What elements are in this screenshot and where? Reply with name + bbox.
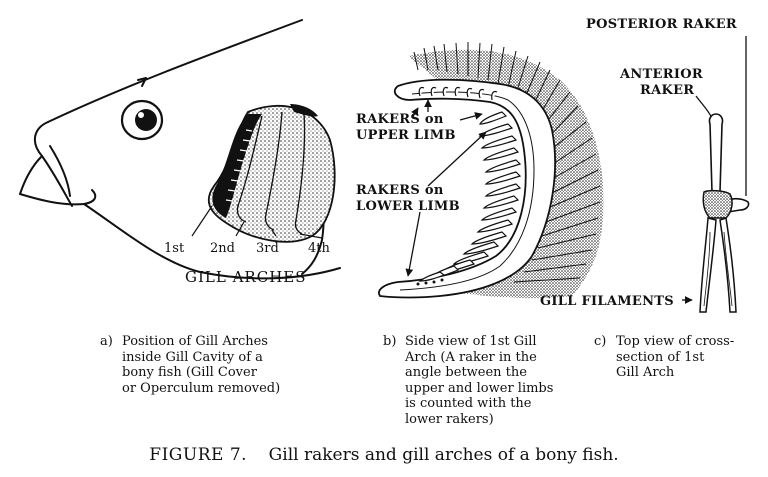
caption-b-key: b)	[383, 334, 397, 349]
caption-b-line: Side view of 1st Gill	[405, 334, 537, 349]
panel-c-labels: POSTERIOR RAKER ANTERIOR RAKER	[586, 17, 737, 98]
svg-text:ANTERIOR RAKER: ANTERIOR RAKER	[619, 67, 708, 98]
caption-c-key: c)	[594, 334, 607, 349]
lower-limb-label-line1: RAKERS on	[356, 183, 444, 198]
arch-2	[236, 115, 263, 223]
caption-b: b) Side view of 1st Gill Arch (A raker i…	[383, 334, 554, 427]
caption-b-line: angle between the	[405, 365, 527, 380]
figure-number: FIGURE 7.	[149, 445, 248, 465]
arch-leaders	[191, 205, 323, 239]
panel-b-leaders	[405, 99, 693, 304]
fish-eye	[120, 99, 164, 141]
caption-c: c) Top view of cross- section of 1st Gil…	[594, 334, 735, 381]
anterior-raker-label-line2: RAKER	[640, 83, 694, 98]
panel-c-cross-section	[695, 36, 750, 313]
gill-filaments-label: GILL FILAMENTS	[540, 294, 674, 309]
svg-text:RAKERS on UPPER LIMB: RAKERS on UPPER LIMB	[356, 112, 456, 143]
caption-b-line: Arch (A raker in the	[405, 349, 537, 365]
arch-label-1st: 1st	[164, 241, 185, 256]
figure-caption-text: Gill rakers and gill arches of a bony fi…	[268, 445, 619, 465]
svg-text:RAKERS on LOWER LIMB: RAKERS on LOWER LIMB	[356, 183, 460, 214]
figure-caption: FIGURE 7. Gill rakers and gill arches of…	[0, 445, 768, 465]
arch-3	[264, 111, 283, 231]
arch-labels: 1st 2nd 3rd 4th	[164, 241, 330, 256]
cross-section-filament-right	[719, 217, 737, 313]
arch-label-4th: 4th	[308, 241, 330, 256]
caption-a: a) Position of Gill Arches inside Gill C…	[100, 334, 281, 396]
gill-cavity	[207, 104, 336, 243]
caption-a-line: inside Gill Cavity of a	[122, 349, 263, 365]
lower-jaw	[19, 189, 97, 206]
caption-a-line: Position of Gill Arches	[122, 334, 268, 349]
gill-arch-band	[378, 78, 556, 299]
panel-b-gill-arch	[378, 42, 604, 299]
gill-arches-title: GILL ARCHES	[185, 268, 307, 286]
caption-c-line: section of 1st	[616, 349, 705, 365]
caption-b-line: is counted with the	[405, 396, 532, 411]
arch-4	[294, 113, 306, 235]
arch-cross-section-body	[702, 189, 733, 219]
upper-limb-rakers	[418, 86, 498, 101]
upper-jaw	[33, 121, 73, 207]
caption-b-line: upper and lower limbs	[405, 380, 554, 396]
lower-limb-label-line2: LOWER LIMB	[356, 199, 460, 214]
anterior-raker-leader	[695, 95, 713, 119]
throat-outline	[83, 203, 341, 280]
dorsal-outline	[47, 19, 303, 123]
upper-limb-label-line1: RAKERS on	[356, 112, 444, 127]
panel-b-labels: RAKERS on UPPER LIMB RAKERS on LOWER LIM…	[356, 112, 674, 309]
anterior-raker-shape	[708, 113, 724, 193]
posterior-raker-label: POSTERIOR RAKER	[586, 17, 737, 32]
caption-a-key: a)	[100, 334, 113, 349]
caption-a-line: bony fish (Gill Cover	[122, 365, 257, 380]
lip-inner	[49, 145, 71, 197]
mouth-line	[19, 155, 43, 195]
first-arch-dark	[212, 114, 262, 218]
lower-limb-rakers	[418, 111, 522, 282]
caption-b-line: lower rakers)	[405, 411, 494, 427]
arch-label-3rd: 3rd	[256, 241, 279, 256]
caption-c-line: Gill Arch	[616, 365, 675, 380]
anterior-raker-label-line1: ANTERIOR	[619, 67, 703, 82]
figure-caption-spacer	[252, 445, 263, 465]
caption-c-line: Top view of cross-	[616, 334, 735, 349]
arch-label-2nd: 2nd	[210, 241, 235, 256]
caption-a-line: or Operculum removed)	[122, 380, 281, 396]
upper-limb-label-line2: UPPER LIMB	[356, 128, 456, 143]
